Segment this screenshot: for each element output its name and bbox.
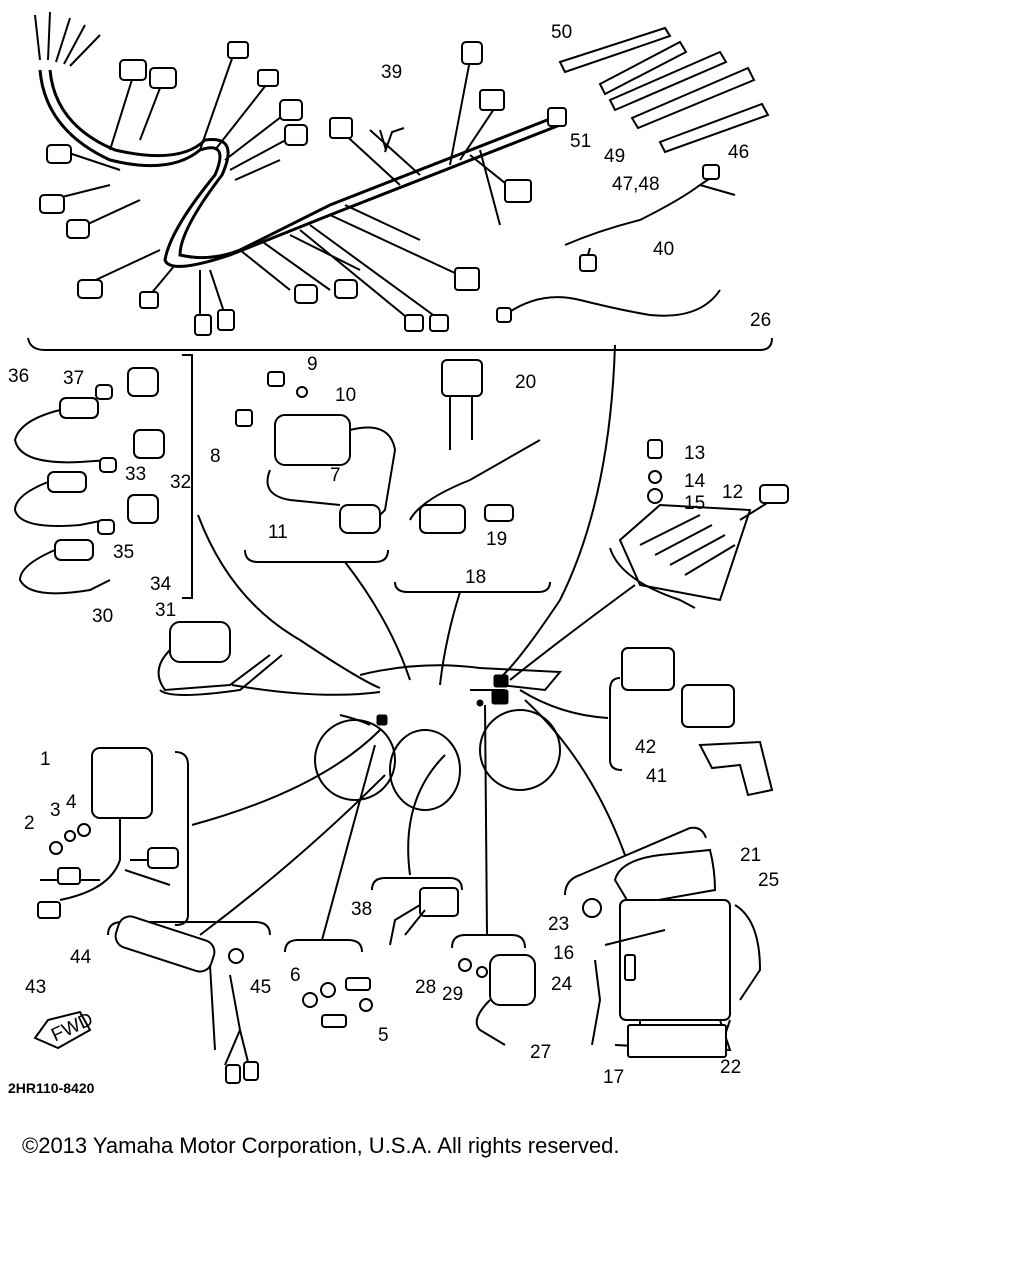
bolts-washers	[302, 977, 373, 1028]
electrical-parts-diagram: FWD 50 39 51 49 46 47,48 40 26 36 37 9 1…	[8, 11, 789, 1096]
callout-26: 26	[750, 310, 771, 331]
callout-14: 14	[684, 471, 706, 492]
covers-bracket	[609, 677, 623, 771]
leader-bolts	[321, 744, 376, 941]
callout-31: 31	[155, 600, 176, 621]
callout-32: 32	[170, 472, 191, 493]
callout-50: 50	[551, 22, 572, 43]
battery	[582, 848, 762, 1058]
leader-switch	[199, 774, 386, 936]
callout-47-48: 47,48	[612, 174, 660, 195]
battery-bracket	[564, 826, 707, 896]
callout-15: 15	[684, 493, 705, 514]
callout-36: 36	[8, 366, 29, 387]
frame-outline	[314, 664, 563, 811]
coil-bracket	[244, 549, 389, 563]
leader-regulator	[509, 584, 636, 681]
callout-33: 33	[125, 464, 146, 485]
callout-27: 27	[530, 1042, 551, 1063]
callout-labels: 50 39 51 49 46 47,48 40 26 36 37 9 10 20…	[8, 22, 779, 1096]
callout-18: 18	[465, 567, 486, 588]
callout-35: 35	[113, 542, 134, 563]
connector	[389, 887, 459, 946]
callout-41: 41	[646, 766, 667, 787]
sensor-group	[13, 367, 165, 595]
leader-relay	[439, 591, 461, 686]
leader-harness	[499, 344, 616, 679]
callout-1: 1	[40, 749, 51, 770]
wire-harness	[34, 11, 567, 336]
callout-21: 21	[740, 845, 761, 866]
leader-covers	[519, 689, 609, 719]
callout-13: 13	[684, 443, 705, 464]
connector-bracket	[371, 877, 463, 891]
ignition-coil	[235, 371, 397, 534]
callout-28: 28	[415, 977, 436, 998]
callout-45: 45	[250, 977, 271, 998]
leader-connector	[407, 754, 446, 876]
wire-26	[504, 289, 721, 317]
leader-coil	[344, 561, 411, 681]
callout-34: 34	[150, 574, 172, 595]
callout-5: 5	[378, 1025, 389, 1046]
voltage-regulator	[618, 439, 789, 602]
starter-motor-sensor	[458, 954, 536, 1046]
top-bracket	[27, 337, 773, 351]
sensor-bracket	[182, 354, 193, 599]
callout-16: 16	[553, 943, 574, 964]
callout-8: 8	[210, 446, 221, 467]
callout-10: 10	[335, 385, 356, 406]
starter-relay	[157, 621, 283, 696]
callout-30: 30	[92, 606, 113, 627]
cdi-bracket	[174, 751, 189, 926]
callout-49: 49	[604, 146, 625, 167]
callout-25: 25	[758, 870, 779, 891]
callout-6: 6	[290, 965, 301, 986]
callout-3: 3	[50, 800, 61, 821]
callout-43: 43	[25, 977, 46, 998]
callout-38: 38	[351, 899, 372, 920]
callout-22: 22	[720, 1057, 741, 1078]
cable-straps	[558, 26, 770, 154]
callout-4: 4	[66, 792, 77, 813]
leader-starter	[231, 684, 381, 696]
regulator-bracket	[609, 547, 696, 609]
callout-42: 42	[635, 737, 656, 758]
callout-19: 19	[486, 529, 507, 550]
callout-7: 7	[330, 465, 341, 486]
leader-cdi	[191, 729, 381, 826]
callout-39: 39	[381, 62, 402, 83]
callout-51: 51	[570, 131, 591, 152]
switch-bracket	[107, 921, 271, 936]
callout-9: 9	[307, 354, 318, 375]
leader-battery	[524, 699, 626, 856]
callout-17: 17	[603, 1067, 624, 1088]
callout-37: 37	[63, 368, 84, 389]
leader-sensor	[484, 704, 488, 936]
callout-23: 23	[548, 914, 569, 935]
cdi-unit	[37, 747, 179, 919]
callout-40: 40	[653, 239, 674, 260]
leader-left-sensors	[197, 514, 381, 689]
callout-20: 20	[515, 372, 536, 393]
fwd-arrow-icon: FWD	[33, 1009, 96, 1050]
callout-12: 12	[722, 482, 743, 503]
connector-covers	[621, 647, 774, 797]
callout-29: 29	[442, 984, 463, 1005]
callout-44: 44	[70, 947, 92, 968]
callout-24: 24	[551, 974, 573, 995]
sensor-bracket-lower	[451, 934, 526, 949]
callout-11: 11	[268, 522, 288, 543]
copyright-notice: ©2013 Yamaha Motor Corporation, U.S.A. A…	[22, 1133, 620, 1158]
handlebar-switch	[114, 915, 259, 1084]
relay-group	[409, 359, 541, 534]
bolts-bracket	[284, 939, 363, 953]
callout-2: 2	[24, 813, 35, 834]
relay-bracket	[394, 581, 551, 593]
callout-46: 46	[728, 142, 749, 163]
diagram-code: 2HR110-8420	[8, 1080, 95, 1096]
